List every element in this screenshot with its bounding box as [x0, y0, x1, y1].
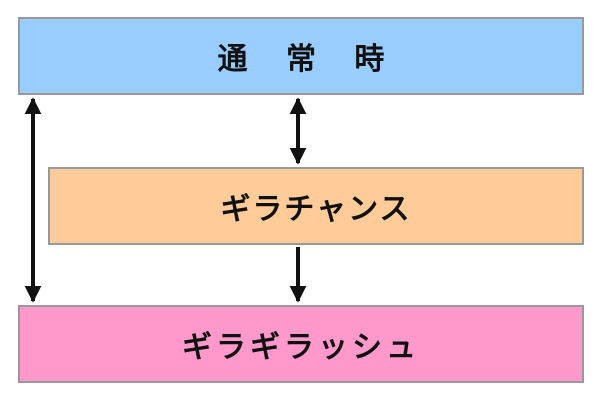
node-rush-label: ギラギラッシュ: [182, 330, 420, 365]
node-gira-chance: ギラチャンス: [48, 167, 584, 245]
node-normal-label: 通 常 時: [217, 42, 399, 77]
node-normal-state: 通 常 時: [18, 17, 584, 95]
node-gira-gira-rush: ギラギラッシュ: [18, 305, 584, 383]
node-chance-label: ギラチャンス: [220, 192, 412, 227]
